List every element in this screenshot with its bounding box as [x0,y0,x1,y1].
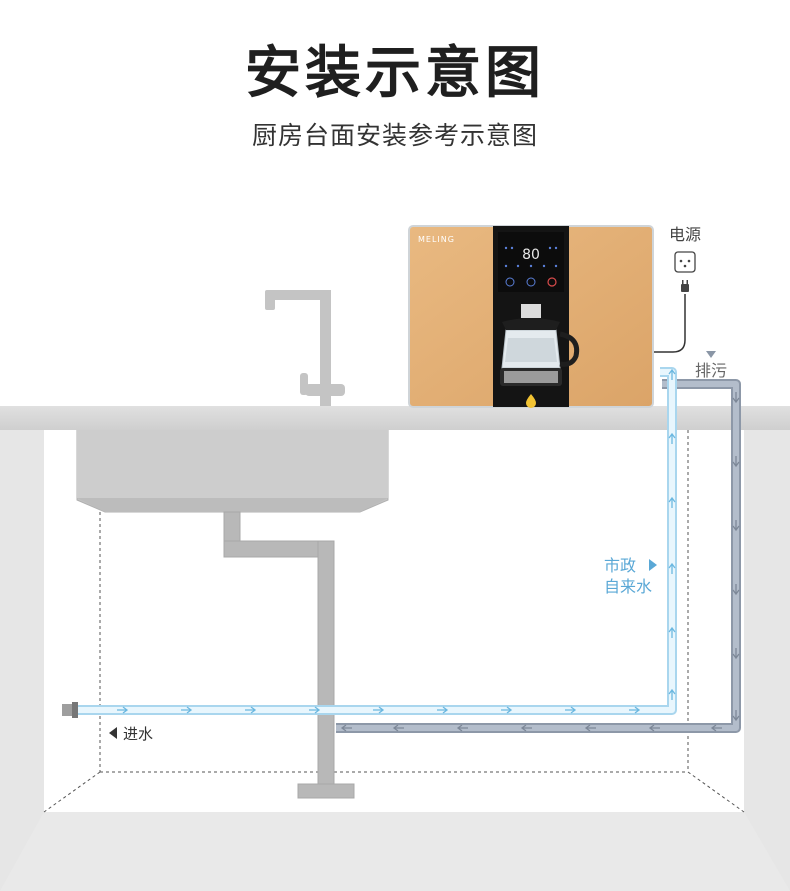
arrow-right-icon [565,706,577,714]
tap-water-label-line1: 市政 [604,556,636,575]
arrow-up-icon [668,432,676,444]
power-cord [651,294,686,362]
arrow-down-icon [732,456,740,468]
temperature-display: 80 [522,247,540,263]
arrow-left-icon [456,724,468,732]
button-icon [547,277,557,287]
sink-basin-inner [77,430,388,498]
indicator-dots [504,246,558,268]
arrow-down-icon [732,584,740,596]
arrow-up-icon [668,688,676,700]
brand-logo: MELING [418,235,455,244]
arrow-right-icon [501,706,513,714]
sink-drain-pipe [223,511,355,799]
drain-pipe [336,379,741,733]
arrow-left-icon [340,724,352,732]
water-purifier: MELING 80 [408,225,654,408]
kettle [500,304,580,386]
faucet [265,290,345,410]
inlet-arrows-up [668,368,676,700]
arrow-right-icon [309,706,321,714]
arrow-right-icon [629,706,641,714]
arrow-right-icon [245,706,257,714]
socket-icon [674,251,696,273]
countertop [0,406,790,430]
arrow-down-icon [732,392,740,404]
inlet-label: 进水 [123,725,153,743]
arrow-up-icon [668,562,676,574]
arrow-left-icon [584,724,596,732]
drain-label: 排污 [695,361,727,380]
sink-basin-bottom [77,498,388,512]
display-screen [498,232,564,292]
arrow-down-icon [732,520,740,532]
page-subtitle: 厨房台面安装参考示意图 [251,121,538,150]
button-icon [505,277,515,287]
power-label: 电源 [669,225,701,244]
arrow-up-icon [668,626,676,638]
arrow-up-icon [668,368,676,380]
touch-buttons [505,277,557,287]
drain-marker-icon [706,351,716,358]
arrow-left-icon [392,724,404,732]
arrow-down-icon [732,710,740,722]
arrow-right-icon [117,706,129,714]
page-title: 安装示意图 [245,41,545,106]
cabinet-dashed-lines [43,430,745,813]
arrow-right-icon [373,706,385,714]
tap-water-arrow-icon [649,559,657,571]
arrow-left-icon [648,724,660,732]
tap-water-label-line2: 自来水 [604,577,652,596]
cabinet-floor [0,812,790,891]
inlet-arrow-icon [109,727,117,739]
arrow-left-icon [710,724,722,732]
drain-arrows-down [732,392,740,722]
water-drop-icon [526,394,536,408]
button-icon [526,277,536,287]
drain-arrows-left [340,724,722,732]
arrow-right-icon [437,706,449,714]
plug-icon [681,280,689,292]
arrow-right-icon [181,706,193,714]
cabinet-interior [44,430,744,812]
inlet-arrows-right [117,706,641,714]
arrow-down-icon [732,648,740,660]
arrow-left-icon [520,724,532,732]
inlet-valve [62,702,78,718]
arrow-up-icon [668,496,676,508]
